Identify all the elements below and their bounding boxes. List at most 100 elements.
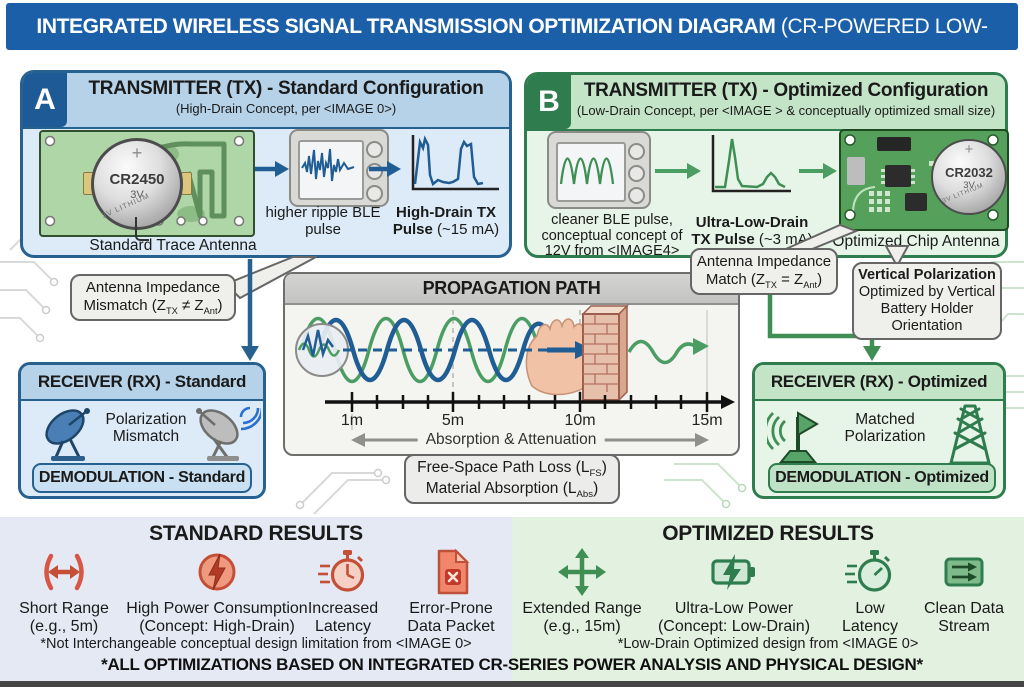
oscilloscope-clean-icon — [547, 131, 651, 209]
propagation-header: PROPAGATION PATH — [285, 274, 738, 305]
path-loss-box: Free-Space Path Loss (LFS) Material Abso… — [404, 454, 620, 504]
mismatch-formula: Mismatch (ZTX ≠ ZAnt) — [83, 297, 223, 317]
rx-optimized-title: RECEIVER (RX) - Optimized — [770, 372, 988, 391]
short-range-icon — [44, 553, 84, 591]
arrow-right-icon — [255, 161, 289, 177]
scope-screen — [298, 140, 364, 200]
rx-optimized-panel: RECEIVER (RX) - Optimized Matched Polari… — [752, 362, 1006, 499]
optimized-results-title: OPTIMIZED RESULTS — [662, 522, 874, 545]
bottom-edge-bar — [0, 681, 1024, 687]
oscilloscope-noisy-icon — [289, 129, 389, 207]
vertical-line3: Battery Holder — [880, 301, 974, 318]
scope-knob — [628, 143, 645, 160]
propagation-path-panel: PROPAGATION PATH — [283, 272, 740, 456]
battery-voltage: 3V — [130, 189, 144, 201]
extended-range-icon — [558, 548, 606, 596]
rx-standard-title: RECEIVER (RX) - Standard — [37, 372, 247, 391]
rx-optimized-header: RECEIVER (RX) - Optimized — [755, 365, 1003, 401]
tx-standard-subtitle: (High-Drain Concept, per <IMAGE 0>) — [175, 101, 397, 116]
scope-knob — [366, 141, 383, 158]
propagation-title: PROPAGATION PATH — [422, 278, 601, 298]
standard-antenna-label: Standard Trace Antenna — [89, 237, 257, 254]
vertical-line2: Optimized by Vertical — [858, 284, 996, 301]
absorption-label: Absorption & Attenuation — [417, 431, 605, 449]
scope-screen — [556, 142, 626, 202]
demodulation-optimized-label: DEMODULATION - Optimized — [775, 469, 989, 486]
vertical-polarization-callout: Vertical Polarization Optimized by Verti… — [852, 262, 1002, 340]
standard-results-title: STANDARD RESULTS — [149, 522, 363, 545]
pulse-label-bold: Ultra-Low-Drain TX Pulse — [691, 214, 809, 248]
noisy-wave — [301, 148, 355, 182]
error-packet-icon — [437, 548, 470, 595]
polarization-mismatch-label: Polarization Mismatch — [105, 411, 187, 446]
ultra-low-power-icon — [711, 554, 755, 590]
high-drain-pulse-label: High-Drain TX Pulse (~15 mA) — [379, 204, 513, 239]
tx-optimized-subtitle: (Low-Drain Concept, per <IMAGE > & conce… — [576, 103, 996, 118]
free-space-loss-line: Free-Space Path Loss (LFS) — [417, 459, 607, 480]
increased-latency-icon — [318, 550, 365, 592]
result-high-power: High Power Consumption(Concept: High-Dra… — [122, 548, 312, 636]
arrow-right-icon — [369, 161, 401, 177]
tx-standard-title: TRANSMITTER (TX) - Standard Configuratio… — [88, 78, 484, 99]
high-drain-pulse-graph — [411, 135, 499, 191]
mismatch-line1: Antenna Impedance — [85, 279, 221, 296]
label-b-badge: B — [527, 75, 571, 129]
pcb-components — [844, 134, 999, 221]
battery-model: CR2450 — [109, 171, 165, 188]
pulse-label-rest: (~15 mA) — [432, 220, 500, 238]
label-a-badge: A — [23, 73, 67, 127]
tick-15m: 15m — [691, 412, 723, 429]
vertical-line4: Orientation — [891, 318, 963, 335]
battery-voltage: 3V — [963, 180, 975, 191]
high-power-icon — [198, 553, 236, 591]
scope-knob — [366, 185, 383, 202]
match-line1: Antenna Impedance — [696, 253, 832, 270]
diagram-footer-note: *ALL OPTIMIZATIONS BASED ON INTEGRATED C… — [101, 655, 923, 674]
optimized-pcb: + CR2032 3V 3V LITHIUM — [839, 129, 1009, 231]
rx-standard-panel: RECEIVER (RX) - Standard Polarization Mi… — [18, 362, 266, 499]
tick-10m: 10m — [564, 412, 596, 429]
pulse-label-rest: (~3 mA) — [754, 230, 813, 248]
impedance-mismatch-callout: Antenna Impedance Mismatch (ZTX ≠ ZAnt) — [70, 274, 236, 321]
propagation-scene — [295, 304, 735, 447]
cr2450-battery: + CR2450 3V 3V LITHIUM — [91, 138, 183, 230]
tick-1m: 1m — [340, 412, 364, 429]
cr2032-battery: + CR2032 3V 3V LITHIUM — [931, 139, 1007, 215]
arrow-right-icon — [799, 163, 837, 179]
tick-5m: 5m — [441, 412, 465, 429]
antenna-pointer-line — [135, 217, 149, 241]
impedance-match-callout: Antenna Impedance Match (ZTX = ZAnt) — [690, 248, 838, 295]
clean-sine-wave — [559, 157, 615, 185]
pulse-label-bold: High-Drain TX Pulse — [392, 204, 496, 238]
result-ultra-low-power: Ultra-Low Power(Concept: Low-Drain) — [644, 548, 824, 636]
demodulation-standard-pill: DEMODULATION - Standard — [32, 463, 252, 493]
standard-results-panel — [0, 517, 512, 681]
demodulation-standard-label: DEMODULATION - Standard — [38, 469, 246, 486]
rx-standard-header: RECEIVER (RX) - Standard — [21, 365, 263, 401]
matched-polarization-label: Matched Polarization — [844, 411, 926, 446]
battery-plus-mark: + — [131, 143, 143, 163]
arrow-right-icon — [655, 163, 701, 179]
noisy-pulse-label: higher ripple BLE pulse — [265, 204, 381, 238]
antenna-waves-icon — [767, 411, 819, 463]
chip-antenna-label: Optimized Chip Antenna — [832, 233, 1000, 250]
clean-pulse-label: cleaner BLE pulse, conceptual concept of… — [541, 212, 683, 260]
result-extended-range: Extended Range(e.g., 15m) — [518, 548, 646, 636]
scope-knob — [628, 187, 645, 204]
tx-optimized-header: TRANSMITTER (TX) - Optimized Configurati… — [527, 75, 1005, 131]
tx-standard-panel: TRANSMITTER (TX) - Standard Configuratio… — [20, 70, 512, 258]
satellite-dish-gray-icon — [196, 406, 261, 461]
satellite-dish-blue-icon — [45, 408, 90, 461]
low-latency-icon — [845, 550, 892, 592]
material-absorption-line: Material Absorption (LAbs) — [425, 479, 599, 500]
scope-knob — [628, 165, 645, 182]
clean-data-icon — [944, 557, 984, 587]
battery-model: CR2032 — [945, 165, 993, 180]
tx-optimized-panel: TRANSMITTER (TX) - Optimized Configurati… — [524, 72, 1009, 260]
standard-results-footnote: *Not Interchangeable conceptual design l… — [40, 636, 472, 652]
